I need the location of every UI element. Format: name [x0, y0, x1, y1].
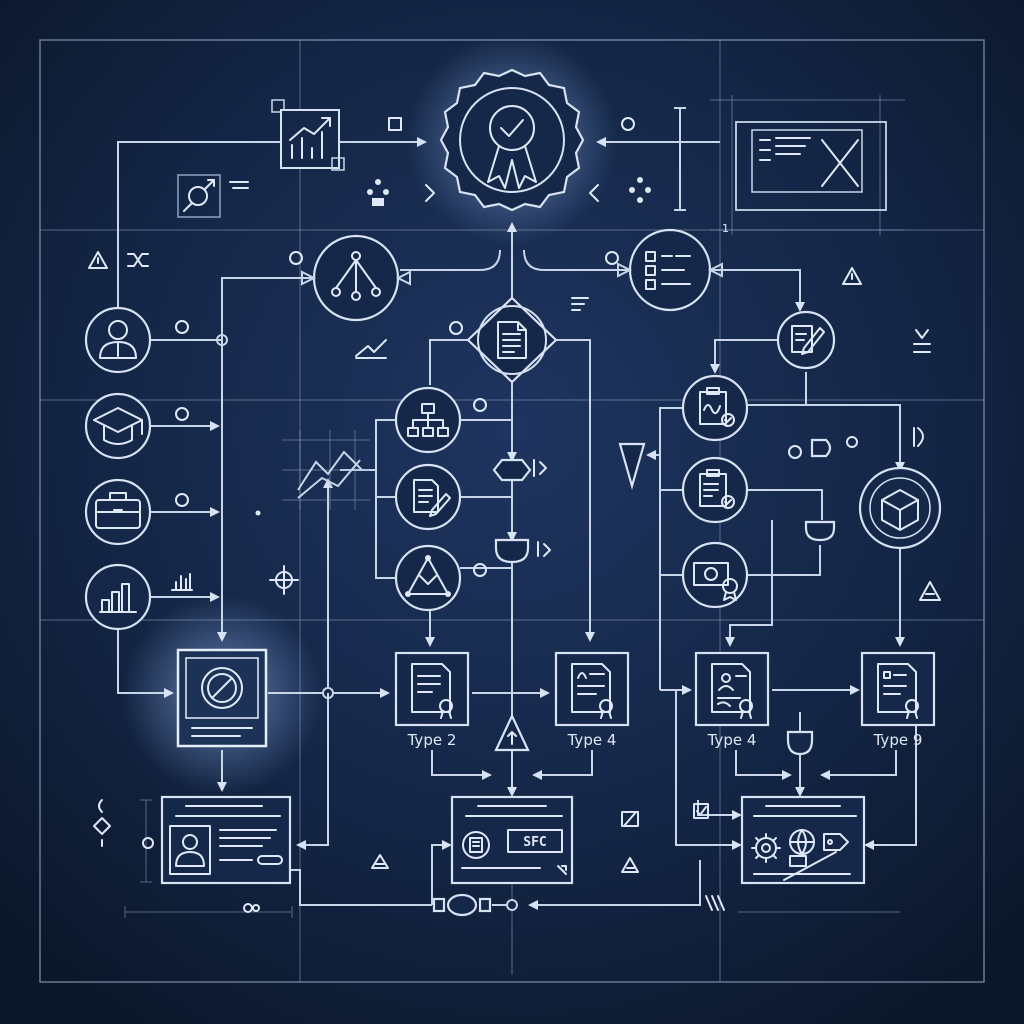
central-approval-panel: [176, 648, 268, 748]
small-box-icon: [388, 117, 402, 131]
document-card-1: Type 2: [394, 651, 470, 749]
warning-icon: [88, 251, 108, 269]
document-icon: [497, 321, 527, 359]
right-logic-markers: [618, 427, 941, 601]
connectors: [117, 137, 917, 911]
sfc-code: SFC: [523, 835, 546, 850]
user-icon: [99, 320, 137, 359]
certificate-badge-node: [439, 68, 585, 212]
cube-node: [858, 466, 942, 550]
crosshair-icon: [269, 565, 299, 595]
certificate-document-icon: [411, 663, 453, 719]
dots-network-icon: [629, 177, 651, 203]
checklist-icon: [645, 251, 691, 290]
gear-icon: [751, 833, 781, 863]
no-entry-icon: [201, 667, 243, 709]
document-pen-icon: [413, 479, 451, 517]
and-gate-marker: [494, 538, 551, 564]
hexagon-marker: [492, 458, 547, 482]
network-nodes-icon: [367, 179, 389, 206]
signed-document-icon: [571, 663, 613, 719]
triangle-cycle-node: [394, 544, 462, 612]
document-node: [466, 296, 558, 384]
document-card-3: Type 4: [694, 651, 770, 749]
clipboard-check-node: [681, 456, 749, 524]
document-label: Type 9: [873, 731, 923, 749]
trend-chart-icon: [289, 117, 331, 159]
certificate-document-icon: [877, 663, 919, 719]
gender-symbol-icon: [177, 174, 249, 218]
edit-pen-node: [776, 310, 836, 370]
shuffle-icon: [127, 253, 149, 267]
blueprint-window-sketch: 1: [674, 95, 905, 235]
document-card-4: Type 9: [860, 651, 936, 749]
connector-capsule: [432, 893, 492, 917]
step-marker-icons: [175, 251, 802, 577]
user-node: [84, 306, 152, 374]
globe-icon: [789, 829, 815, 855]
certificate-seal-icon: [487, 105, 537, 189]
settings-panel: [740, 795, 866, 885]
graduation-node: [84, 392, 152, 460]
clipboard-signature-node: [681, 374, 749, 442]
briefcase-node: [84, 478, 152, 546]
tag-icon: [823, 833, 849, 851]
mini-bars-icon: [171, 573, 193, 591]
small-trend-icon: [355, 339, 387, 359]
hierarchy-node: [301, 234, 411, 322]
bar-chart-icon: [99, 583, 137, 613]
org-chart-node: [394, 386, 462, 454]
graduation-cap-icon: [93, 407, 143, 445]
checklist-node: [617, 228, 723, 312]
profile-panel: [160, 795, 292, 885]
trend-chart-card: [271, 99, 345, 171]
briefcase-icon: [95, 492, 141, 529]
document-label: Type 2: [407, 731, 457, 749]
triangle-cycle-icon: [405, 555, 451, 597]
document-label: Type 4: [567, 731, 617, 749]
chevron-right-icon: [589, 184, 599, 202]
chevron-left-icon: [425, 184, 435, 202]
tree-hierarchy-icon: [331, 251, 381, 301]
dot-marker: [255, 510, 261, 516]
stack-icon: [913, 329, 931, 353]
org-chart-icon: [407, 403, 449, 437]
text-lines-icon: [571, 297, 589, 311]
document-card-2: Type 4: [554, 651, 630, 749]
edit-pen-icon: [791, 325, 825, 355]
warning-icon-right: [842, 267, 862, 285]
triangle-marker: [494, 713, 530, 752]
shield-gate-marker: [786, 730, 814, 756]
dimension-lines-left: [93, 799, 293, 918]
svg-text:1: 1: [722, 222, 729, 235]
3d-cube-icon: [881, 489, 919, 531]
line-chart-sketch: [282, 430, 370, 510]
clipboard-signature-icon: [699, 387, 735, 427]
banknote-seal-icon: [693, 562, 738, 601]
money-seal-node: [681, 541, 749, 609]
bottom-right-markers: [371, 803, 900, 913]
clipboard-check-icon: [699, 469, 735, 509]
document-label: Type 4: [707, 731, 757, 749]
sfc-panel: SFC: [450, 795, 574, 885]
bar-chart-node: [84, 563, 152, 631]
document-edit-node: [394, 463, 462, 531]
ring-icon: [621, 117, 635, 131]
profile-document-icon: [711, 663, 753, 719]
